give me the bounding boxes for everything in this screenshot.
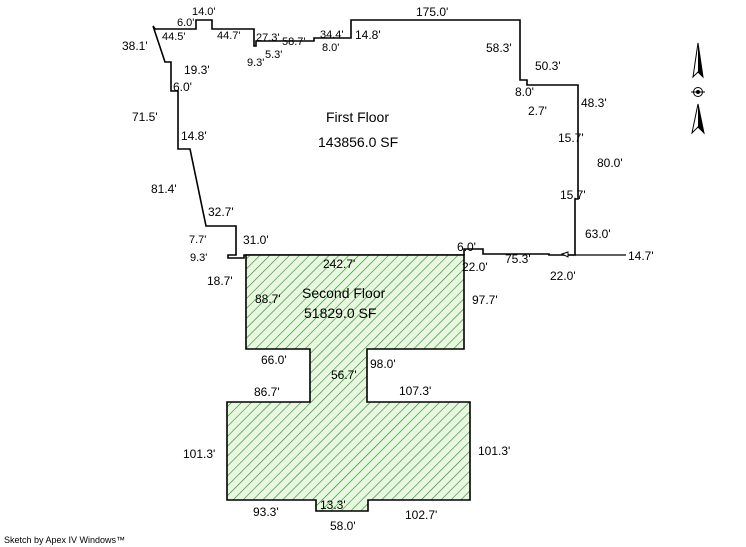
dimension-label: 32.7': [208, 205, 234, 219]
dimension-label: 58.7': [282, 36, 306, 48]
dimension-label: 14.8': [355, 28, 381, 42]
dimension-label: 19.3': [184, 63, 210, 77]
dimension-label: 14.0': [192, 6, 216, 18]
dimension-label: 242.7': [323, 257, 355, 271]
dimension-label: 9.3': [190, 252, 207, 264]
second-floor-area: [226, 254, 471, 512]
dimension-label: 63.0': [585, 227, 611, 241]
dimension-label: 8.0': [322, 42, 339, 54]
dimension-label: 27.3': [256, 32, 280, 44]
first-floor-outline: [152, 19, 579, 259]
dimension-label: 107.3': [399, 384, 431, 398]
dimension-label: 13.3': [320, 498, 346, 512]
dimension-label: 15.7': [558, 131, 584, 145]
dimension-label: 93.3': [253, 505, 279, 519]
dimension-label: 22.0': [462, 260, 488, 274]
dimension-label: 9.3': [247, 57, 264, 69]
dimension-label: 101.3': [183, 447, 215, 461]
dimension-label: 75.3': [505, 252, 531, 266]
dimension-label: 2.7': [528, 104, 547, 118]
dimension-label: 34.4': [320, 29, 344, 41]
dimension-label: 7.7': [189, 234, 206, 246]
dimension-label: 44.5': [162, 31, 186, 43]
dimension-label: 98.0': [370, 357, 396, 371]
dimension-label: 6.0': [173, 80, 192, 94]
dimension-label: 88.7': [255, 292, 281, 306]
second-floor-name: Second Floor: [302, 285, 386, 301]
dimension-label: 14.8': [181, 129, 207, 143]
dimension-label: 66.0': [261, 353, 287, 367]
dimension-label: 58.0': [330, 519, 356, 533]
sketch-credit: Sketch by Apex IV Windows™: [4, 535, 125, 545]
dimension-label: 8.0': [515, 85, 534, 99]
first-floor-name: First Floor: [326, 109, 389, 125]
dimension-label: 31.0': [243, 233, 269, 247]
dimension-label: 18.7': [207, 274, 233, 288]
dimension-label: 80.0': [597, 156, 623, 170]
dimension-label: 97.7': [472, 293, 498, 307]
dimension-label: 6.0': [177, 17, 194, 29]
dimension-label: 101.3': [478, 444, 510, 458]
dimension-label: 14.7': [628, 249, 654, 263]
dimension-label: 6.0': [457, 240, 476, 254]
dimension-label: 81.4': [151, 182, 177, 196]
dimension-label: 22.0': [550, 269, 576, 283]
dimension-label: 5.3': [265, 49, 282, 61]
dimension-label: 15.7': [560, 188, 586, 202]
dimension-label: 86.7': [254, 385, 280, 399]
dimension-label: 44.7': [217, 30, 241, 42]
dimension-label: 48.3': [581, 96, 607, 110]
dimension-label: 71.5': [132, 110, 158, 124]
dimension-label: 175.0': [416, 5, 448, 19]
dimension-label: 38.1': [122, 39, 148, 53]
dimension-label: 56.7': [331, 368, 357, 382]
second-floor-area: 51829.0 SF: [304, 305, 376, 321]
north-arrow-icon: [691, 42, 705, 135]
first-floor-area: 143856.0 SF: [318, 134, 398, 150]
dimension-label: 102.7': [405, 508, 437, 522]
dimension-label: 58.3': [486, 41, 512, 55]
dimension-label: 50.3': [535, 59, 561, 73]
first-floor-entry-marker: [560, 251, 569, 258]
